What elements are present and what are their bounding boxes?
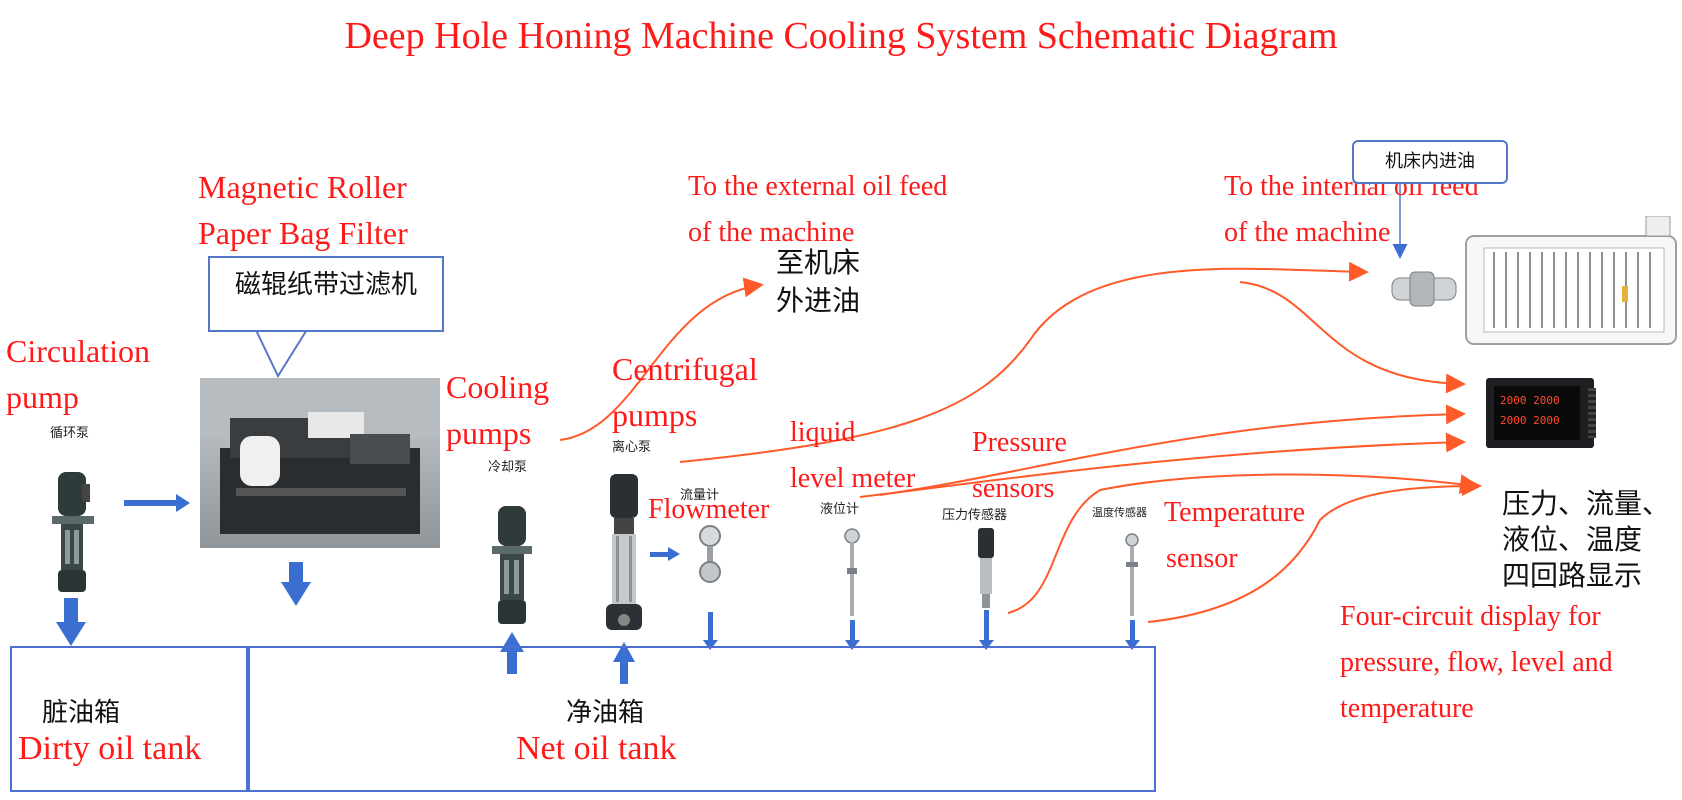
net-oil-tank: 净油箱 Net oil tank bbox=[246, 646, 1156, 792]
flow-arrow-filter-down bbox=[289, 562, 303, 584]
line-pressure-to-display bbox=[1007, 473, 1480, 614]
line-temp-to-display bbox=[1147, 476, 1482, 623]
flow-arrow-flowmeter-down bbox=[708, 612, 713, 642]
internal-feed-callout: 机床内进油 bbox=[1352, 140, 1508, 184]
temperature-sensor-image bbox=[1122, 532, 1142, 620]
level-meter-image bbox=[842, 528, 862, 620]
line-flow-to-display bbox=[879, 404, 1466, 496]
line-internal-to-display bbox=[1239, 281, 1466, 394]
display-cn-line2: 液位、温度 bbox=[1502, 523, 1643, 556]
display-cn-line1: 压力、流量、 bbox=[1502, 487, 1671, 520]
flow-arrow-pump-down bbox=[64, 598, 78, 624]
display-cn-line3: 四回路显示 bbox=[1502, 559, 1643, 592]
cooling-pumps-label-line2: pumps bbox=[446, 415, 532, 451]
pressure-sensors-cn: 压力传感器 bbox=[942, 508, 1008, 523]
circulation-pump-cn: 循环泵 bbox=[50, 426, 90, 441]
internal-feed-cn: 机床内进油 bbox=[1385, 151, 1475, 172]
filter-callout-pointer bbox=[254, 327, 309, 379]
filter-label-line1: Magnetic Roller bbox=[198, 169, 407, 205]
pressure-sensors-label-line2: sensors bbox=[972, 473, 1055, 504]
flowmeter-cn: 流量计 bbox=[680, 488, 720, 503]
flowmeter-label: Flowmeter bbox=[648, 494, 770, 525]
line-cooling-to-external bbox=[559, 277, 764, 441]
net-oil-tank-label: Net oil tank bbox=[516, 730, 677, 767]
line-centrifugal-to-internal bbox=[679, 261, 1369, 463]
cooling-pump-image bbox=[490, 506, 538, 628]
internal-feed-label: To the internal oil feed of the machine bbox=[1224, 164, 1479, 256]
flow-arrow-up-cooling bbox=[507, 650, 517, 674]
display-en-label: Four-circuit display for pressure, flow,… bbox=[1340, 594, 1613, 732]
display-screen: 2000 2000 2000 2000 bbox=[1494, 386, 1580, 440]
level-meter-cn: 液位计 bbox=[820, 502, 860, 517]
centrifugal-pumps-cn: 离心泵 bbox=[612, 440, 652, 455]
centrifugal-pump-image bbox=[602, 474, 648, 634]
line-level-to-display bbox=[859, 432, 1466, 498]
dirty-oil-tank-label: Dirty oil tank bbox=[18, 730, 202, 767]
circulation-pump-label-line1: Circulation bbox=[6, 333, 150, 369]
dirty-oil-tank: 脏油箱 Dirty oil tank bbox=[10, 646, 250, 792]
internal-feed-label-line2: of the machine bbox=[1224, 217, 1391, 248]
display-en-line2: pressure, flow, level and bbox=[1340, 647, 1613, 678]
pressure-sensors-label: Pressure sensors bbox=[972, 420, 1067, 512]
level-meter-label: liquid level meter bbox=[790, 410, 915, 502]
temperature-sensor-label: Temperature sensor bbox=[1164, 490, 1305, 582]
centrifugal-pumps-label-line1: Centrifugal bbox=[612, 351, 758, 387]
flow-arrow-up-centrifugal bbox=[620, 660, 628, 684]
centrifugal-pumps-label: Centrifugal pumps bbox=[612, 346, 758, 438]
dirty-oil-tank-cn: 脏油箱 bbox=[42, 698, 121, 728]
flow-arrows bbox=[56, 494, 1140, 684]
four-circuit-display-device: 2000 2000 2000 2000 bbox=[1486, 378, 1596, 448]
pressure-sensor-image bbox=[974, 528, 998, 610]
flow-arrow-pump-to-filter bbox=[124, 500, 176, 506]
display-en-line3: temperature bbox=[1340, 693, 1474, 724]
filter-cn-label: 磁辊纸带过滤机 bbox=[234, 270, 417, 300]
filter-label-line2: Paper Bag Filter bbox=[198, 215, 408, 251]
centrifugal-pumps-label-line2: pumps bbox=[612, 397, 698, 433]
external-feed-label: To the external oil feed of the machine bbox=[688, 164, 947, 256]
filter-machine-image bbox=[200, 378, 440, 548]
external-feed-cn-line1: 至机床 bbox=[776, 246, 861, 279]
net-oil-tank-cn: 净油箱 bbox=[566, 698, 645, 728]
cooling-pumps-label: Cooling pumps bbox=[446, 364, 549, 456]
display-readout-bottom: 2000 2000 bbox=[1500, 414, 1560, 427]
temperature-sensor-cn: 温度传感器 bbox=[1092, 506, 1147, 519]
filter-callout-box: 磁辊纸带过滤机 bbox=[208, 256, 444, 332]
external-feed-label-line2: of the machine bbox=[688, 217, 855, 248]
display-en-line1: Four-circuit display for bbox=[1340, 601, 1601, 632]
display-readout-top: 2000 2000 bbox=[1500, 394, 1560, 407]
display-terminal-block bbox=[1588, 388, 1596, 438]
filter-label: Magnetic Roller Paper Bag Filter bbox=[198, 164, 408, 256]
cooling-pumps-label-line1: Cooling bbox=[446, 369, 550, 405]
circulation-pump-image bbox=[52, 470, 98, 596]
external-feed-cn: 至机床 外进油 bbox=[776, 244, 860, 320]
honing-machine-image bbox=[1390, 216, 1678, 346]
cooling-pumps-cn: 冷却泵 bbox=[488, 460, 528, 475]
circulation-pump-label-line2: pump bbox=[6, 379, 79, 415]
diagram-title: Deep Hole Honing Machine Cooling System … bbox=[344, 15, 1338, 57]
level-meter-label-line1: liquid bbox=[790, 417, 856, 448]
flow-arrow-level-down bbox=[850, 620, 855, 642]
external-feed-cn-line2: 外进油 bbox=[776, 284, 861, 317]
temperature-sensor-label-line1: Temperature bbox=[1164, 497, 1306, 528]
temperature-sensor-label-line2: sensor bbox=[1166, 543, 1238, 574]
flow-arrow-temp-down bbox=[1130, 620, 1135, 642]
flowmeter-image bbox=[694, 524, 726, 590]
external-feed-label-line1: To the external oil feed bbox=[688, 171, 948, 202]
circulation-pump-label: Circulation pump bbox=[6, 328, 150, 420]
flow-arrow-to-flowmeter bbox=[650, 552, 670, 557]
pressure-sensors-label-line1: Pressure bbox=[972, 427, 1067, 458]
level-meter-label-line2: level meter bbox=[790, 463, 916, 494]
display-cn-label: 压力、流量、 液位、温度 四回路显示 bbox=[1502, 486, 1670, 594]
flow-arrow-pressure-down bbox=[984, 610, 989, 642]
